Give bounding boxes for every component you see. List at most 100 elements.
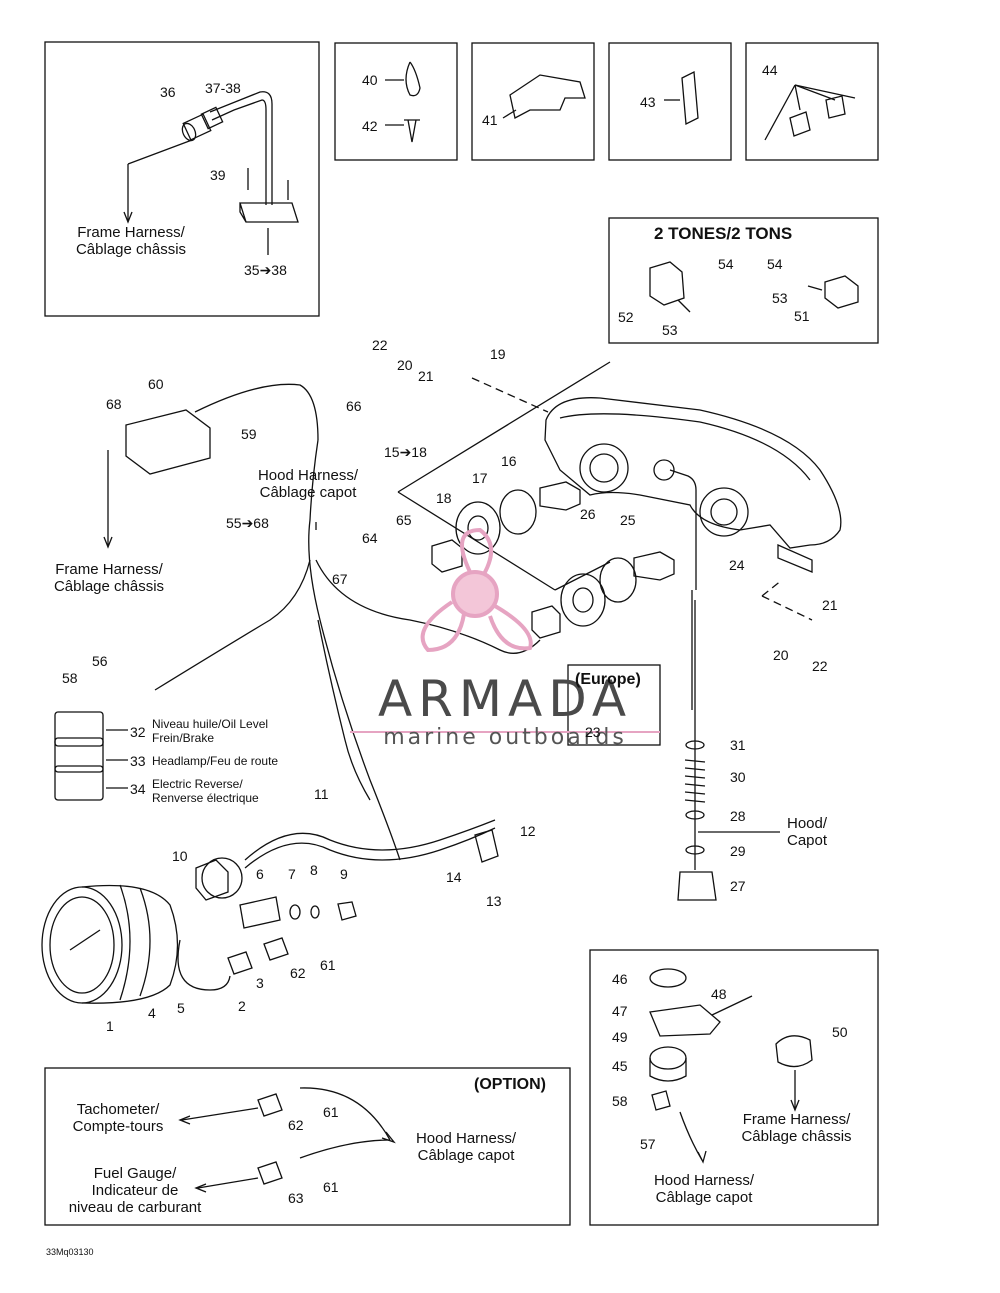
- caption-hood-harness: Hood Harness/ Câblage capot: [248, 467, 368, 501]
- part-39: 39: [210, 167, 226, 183]
- connector-62b: [257, 1093, 283, 1117]
- gauge-45: [649, 1046, 687, 1070]
- caption-line: Tachometer/: [76, 1101, 160, 1118]
- plug-25: [653, 459, 675, 481]
- part-41: 41: [482, 112, 498, 128]
- washer-31: [685, 740, 705, 750]
- part-1: 1: [106, 1018, 114, 1034]
- tones-box: [608, 217, 879, 344]
- part-19: 19: [490, 346, 506, 362]
- caption-line: Câblage capot: [259, 484, 357, 501]
- screw-42: [404, 119, 420, 143]
- part-36: 36: [160, 84, 176, 100]
- arrow-fuel: [197, 1177, 259, 1189]
- part-54b: 54: [767, 256, 783, 272]
- connector-65b: [531, 605, 561, 639]
- knob-27: [677, 871, 717, 901]
- part-44: 44: [762, 62, 778, 78]
- watermark: ARMADA marine outboards: [350, 672, 660, 750]
- part-54a: 54: [718, 256, 734, 272]
- caption-line: Hood Harness/: [653, 1172, 755, 1189]
- gear-10: [201, 857, 243, 899]
- part-28: 28: [730, 808, 746, 824]
- clip-40: [405, 61, 421, 97]
- part-20a: 20: [397, 357, 413, 373]
- washer-8: [310, 905, 320, 919]
- part-30: 30: [730, 769, 746, 785]
- caption-line: Indicateur de: [91, 1182, 179, 1199]
- part-61c: 61: [323, 1179, 339, 1195]
- lens-right: [699, 487, 749, 537]
- nut-9: [337, 901, 357, 921]
- opt-wire-2: [299, 1139, 391, 1159]
- part-67: 67: [332, 571, 348, 587]
- caption-reverse: Electric Reverse/ Renverse électrique: [152, 777, 259, 805]
- part-17: 17: [472, 470, 488, 486]
- bracket-6: [239, 896, 281, 929]
- part-14: 14: [446, 869, 462, 885]
- connector-62a: [263, 937, 289, 961]
- spring-30: [684, 759, 706, 803]
- caption-br-frame: Frame Harness/ Câblage châssis: [734, 1111, 859, 1145]
- option-box: [44, 1067, 571, 1226]
- part-62a: 62: [290, 965, 306, 981]
- caption-line: Renverse électrique: [152, 791, 259, 805]
- switch-34: [54, 765, 104, 801]
- sender-50: [775, 1035, 813, 1068]
- switch-33: [54, 737, 104, 773]
- caption-line: Frein/Brake: [152, 731, 215, 745]
- part-35-38: 35➔38: [244, 262, 287, 278]
- part-41-box: [471, 42, 595, 161]
- connector-44b: [825, 95, 846, 119]
- part-33: 33: [130, 753, 146, 769]
- part-59: 59: [241, 426, 257, 442]
- caption-frame-harness-left: Frame Harness/ Câblage châssis: [44, 561, 174, 595]
- switch-32: [54, 711, 104, 747]
- bracket-35: [239, 202, 299, 223]
- caption-line: Frame Harness/: [742, 1111, 851, 1128]
- part-40-42-box: [334, 42, 458, 161]
- part-56: 56: [92, 653, 108, 669]
- watermark-logo-icon: [420, 527, 533, 653]
- sleeve-43: [681, 70, 699, 126]
- ring-18: [455, 501, 501, 555]
- part-21b: 21: [822, 597, 838, 613]
- watermark-brand: ARMADA: [377, 670, 633, 728]
- washer-7: [289, 904, 301, 920]
- option-title: (OPTION): [474, 1076, 546, 1093]
- plate-47: [649, 1004, 721, 1037]
- headlamp-housing: [544, 397, 842, 549]
- caption-line: Hood Harness/: [257, 467, 359, 484]
- reflector-17: [499, 489, 537, 535]
- part-23: 23: [585, 724, 601, 740]
- connector-36-face: [181, 122, 197, 142]
- part-16: 16: [501, 453, 517, 469]
- caption-hood: Hood/ Capot: [772, 815, 842, 849]
- washer-29: [685, 845, 705, 855]
- arrow-tach: [181, 1107, 259, 1121]
- connector-63: [257, 1161, 283, 1185]
- part-52: 52: [618, 309, 634, 325]
- arrow-frame-top: [127, 139, 193, 165]
- connector-36: [182, 113, 212, 141]
- part-63: 63: [288, 1190, 304, 1206]
- part-48: 48: [711, 986, 727, 1002]
- part-29: 29: [730, 843, 746, 859]
- part-45: 45: [612, 1058, 628, 1074]
- caption-line: Câblage capot: [655, 1189, 753, 1206]
- caption-oil-level: Niveau huile/Oil Level Frein/Brake: [152, 717, 268, 745]
- caption-line: Niveau huile/Oil Level: [152, 717, 269, 731]
- caption-fuel-gauge: Fuel Gauge/ Indicateur de niveau de carb…: [60, 1165, 210, 1216]
- cable-11: [244, 819, 496, 861]
- switch-51: [824, 275, 859, 309]
- part-13: 13: [486, 893, 502, 909]
- switch-52: [649, 261, 685, 306]
- part-58a: 58: [62, 670, 78, 686]
- caption-line: Hood Harness/: [415, 1130, 517, 1147]
- caption-line: Câblage châssis: [741, 1128, 852, 1145]
- part-34: 34: [130, 781, 146, 797]
- part-68: 68: [106, 396, 122, 412]
- part-31: 31: [730, 737, 746, 753]
- part-61a: 61: [320, 957, 336, 973]
